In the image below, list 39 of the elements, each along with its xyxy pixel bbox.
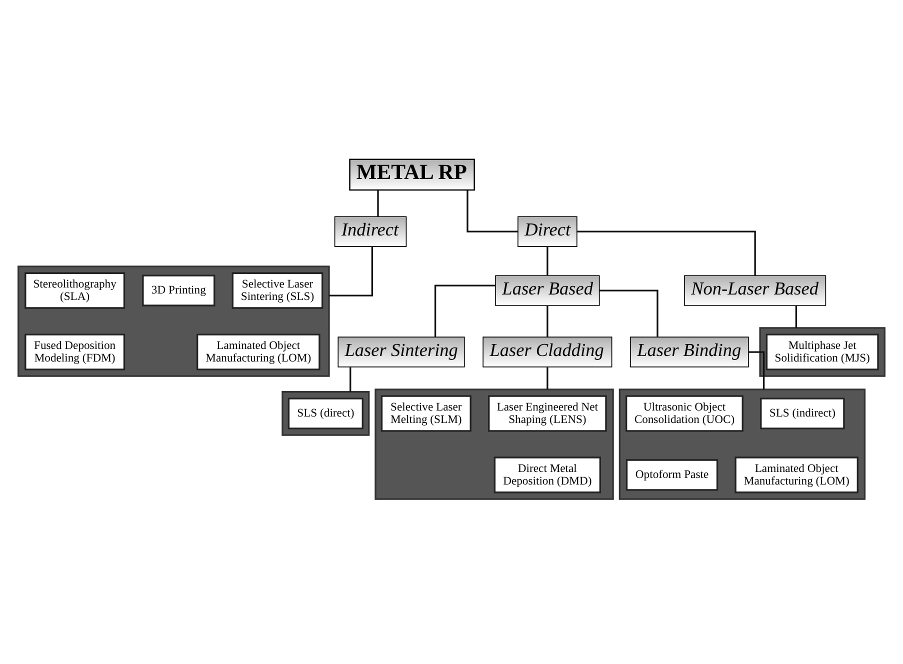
connector: [434, 284, 496, 336]
connector: [466, 190, 518, 232]
node-box: Laser Binding: [630, 336, 749, 367]
node-box: Laser Engineered Net Shaping (LENS): [488, 394, 607, 432]
node-box: METAL RP: [349, 158, 475, 190]
connector: [377, 190, 379, 216]
connector: [329, 246, 373, 296]
node-box: 3D Printing: [142, 274, 216, 306]
node-box: Direct: [518, 216, 578, 246]
node-box: Laminated Object Manufacturing (LOM): [734, 456, 858, 493]
node-box: Non-Laser Based: [684, 274, 826, 306]
node-box: Laser Cladding: [482, 336, 612, 367]
cluster: [18, 265, 330, 376]
connector: [546, 246, 548, 275]
node-box: Optoform Paste: [626, 458, 718, 490]
connector: [576, 230, 756, 275]
cluster: [618, 388, 866, 500]
connector: [795, 305, 798, 328]
node-box: Laser Sintering: [338, 336, 465, 367]
node-box: Indirect: [334, 216, 407, 246]
node-box: Stereolithography (SLA): [24, 272, 126, 308]
node-box: SLS (direct): [288, 397, 364, 429]
connector: [350, 366, 352, 392]
node-box: Ultrasonic Object Consolidation (UOC): [626, 394, 744, 432]
node-box: Selective Laser Melting (SLM): [380, 394, 472, 432]
node-box: SLS (indirect): [760, 397, 845, 429]
connector: [600, 289, 658, 336]
cluster: [759, 326, 886, 376]
connector: [546, 366, 548, 389]
node-box: Direct Metal Deposition (DMD): [494, 456, 601, 493]
connector: [546, 305, 548, 336]
cluster: [282, 390, 370, 436]
node-box: Laminated Object Manufacturing (LOM): [196, 333, 320, 370]
node-box: Selective Laser Sintering (SLS): [232, 272, 324, 308]
node-box: Multiphase Jet Solidification (MJS): [766, 333, 879, 370]
connector: [748, 350, 765, 389]
node-box: Fused Deposition Modeling (FDM): [24, 333, 126, 370]
node-box: Laser Based: [495, 274, 600, 306]
cluster: [374, 388, 614, 500]
